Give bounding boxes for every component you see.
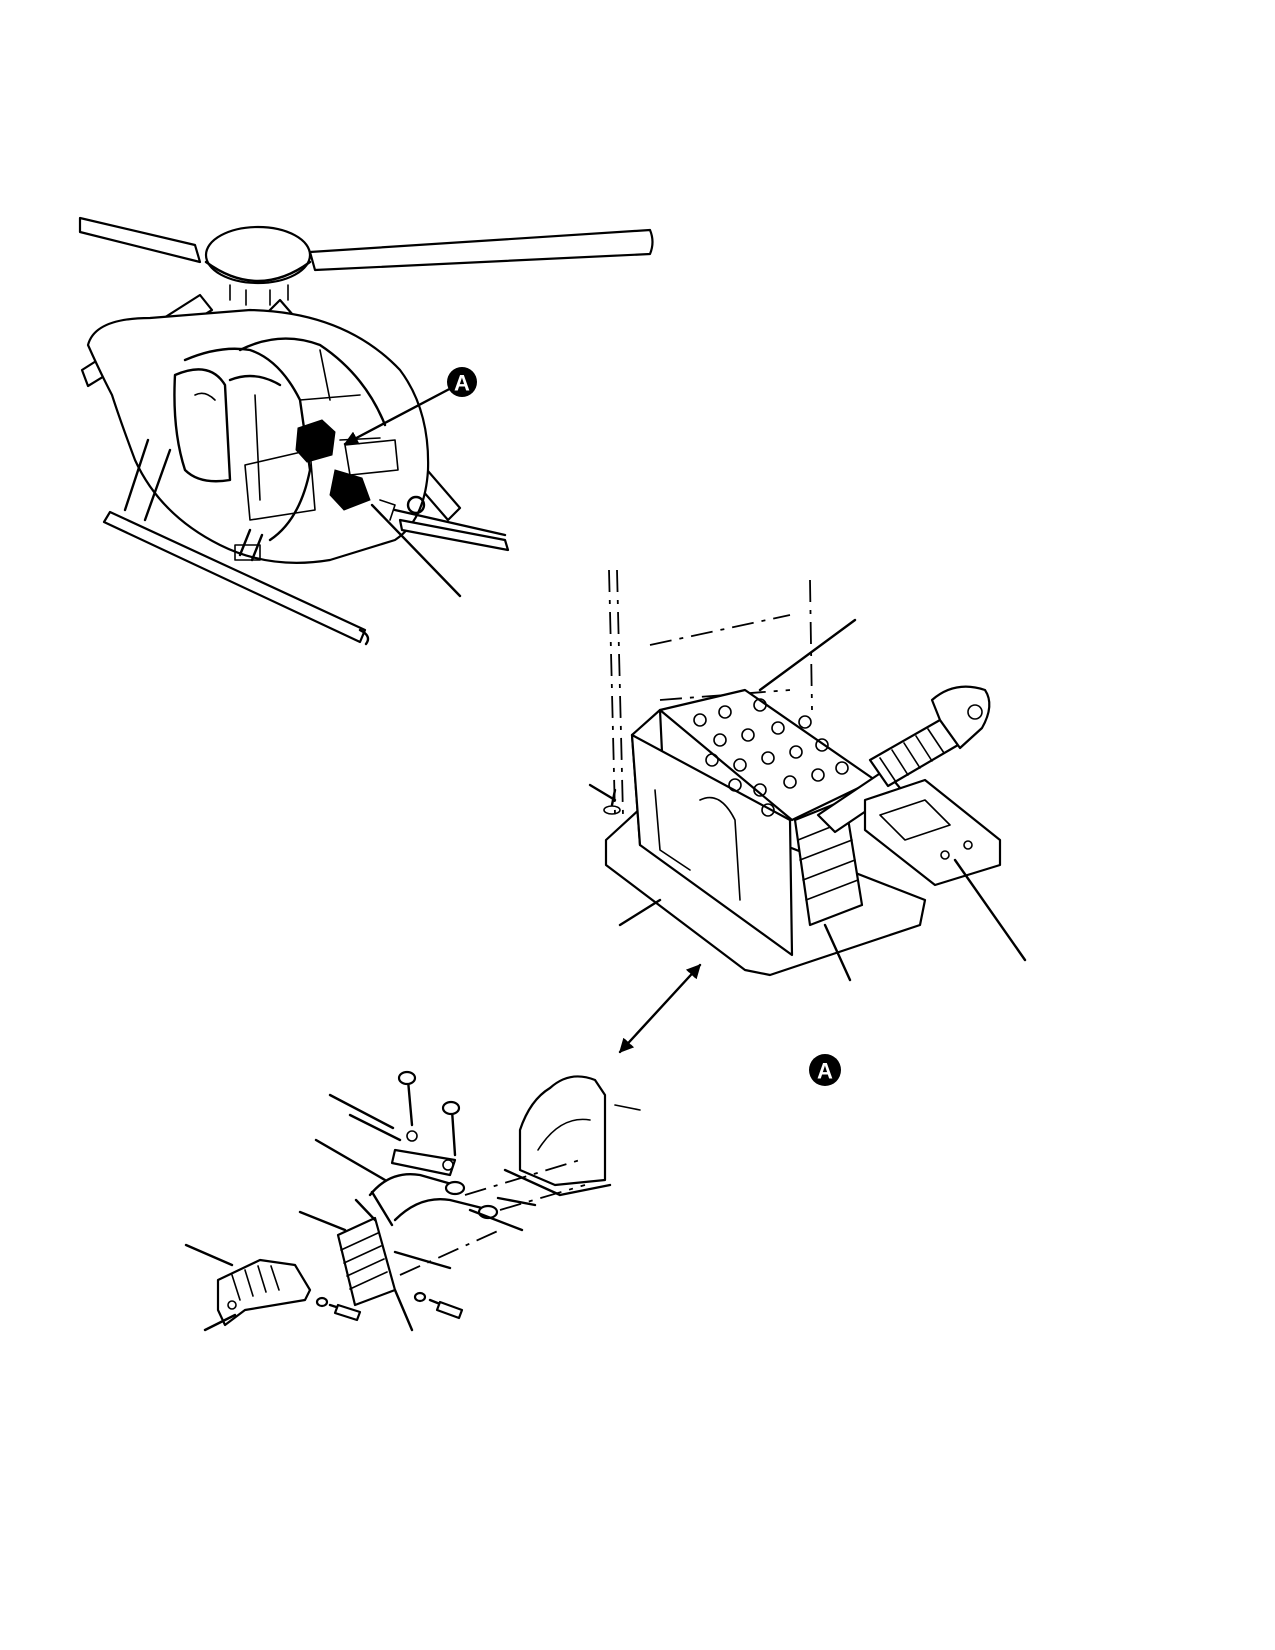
detail-pointer-line bbox=[343, 383, 459, 446]
detail-callout-pointer: A bbox=[447, 367, 477, 397]
fuselage bbox=[86, 308, 430, 564]
leader-line bbox=[370, 503, 462, 598]
callout-label: A bbox=[817, 1059, 833, 1084]
callout-label: A bbox=[454, 371, 470, 396]
exploded-view bbox=[184, 1070, 641, 1332]
landing-gear bbox=[102, 438, 510, 646]
control-panel-knobs bbox=[693, 698, 849, 817]
view-link-arrow bbox=[618, 963, 702, 1054]
control-box-assembly bbox=[588, 569, 1027, 982]
helicopter-illustration bbox=[78, 216, 654, 646]
control-location-marker bbox=[295, 419, 371, 511]
detail-callout-detail: A bbox=[809, 1054, 841, 1086]
